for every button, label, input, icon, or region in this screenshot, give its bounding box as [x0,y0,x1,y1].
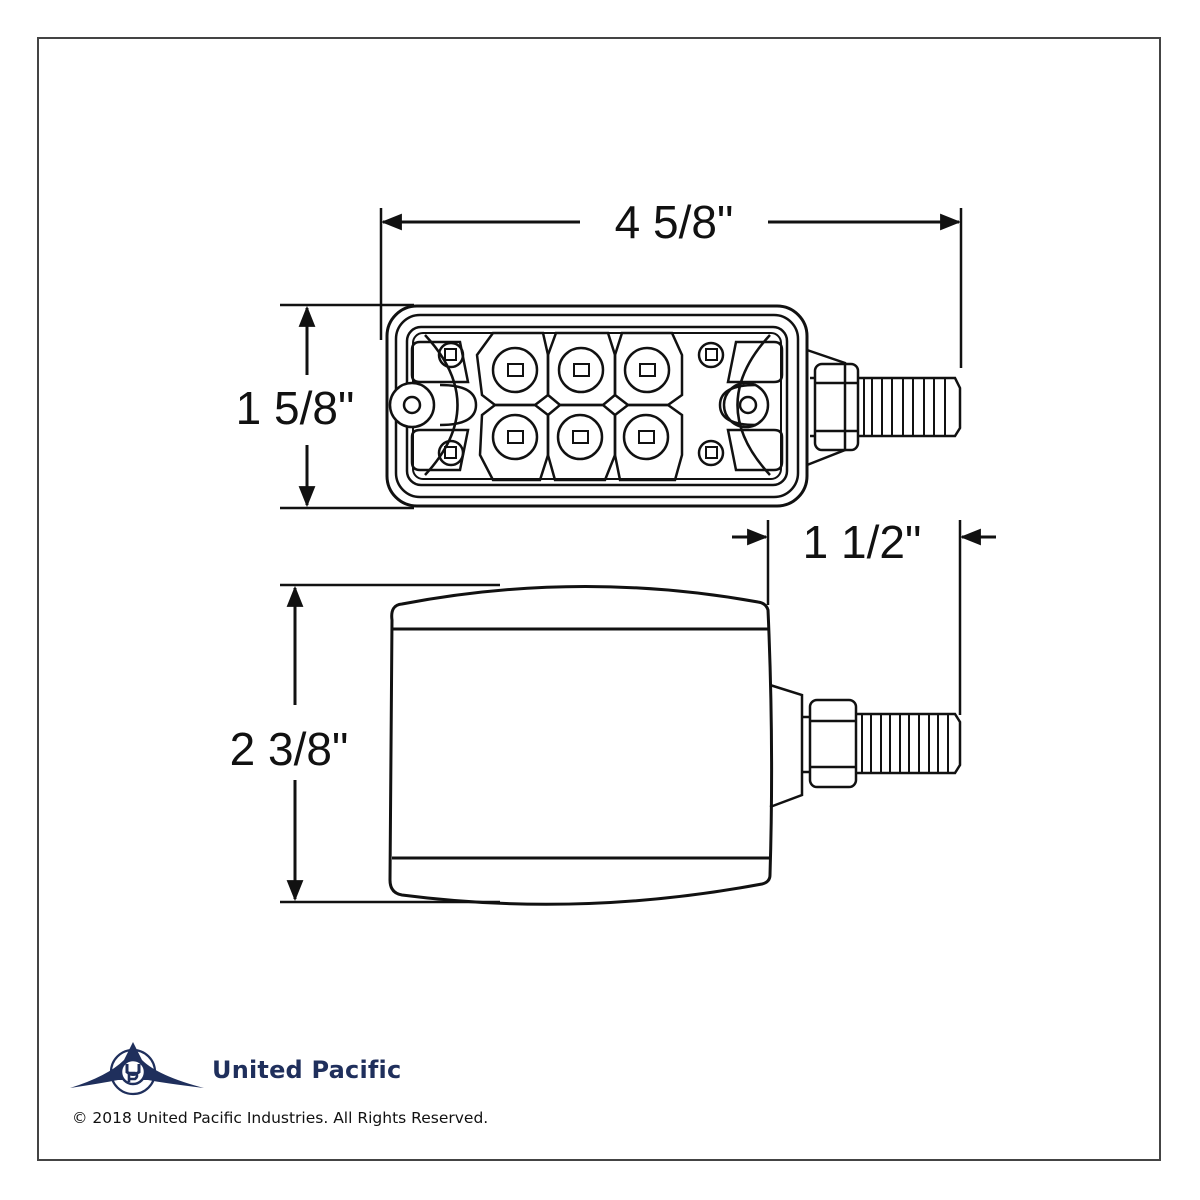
drawing-frame [37,37,1161,1161]
label-overall-length: 4 5/8" [615,196,734,248]
side-view [388,584,962,906]
dimension-stud-length [732,520,996,715]
label-front-height: 1 5/8" [236,382,355,434]
front-stud [810,362,962,452]
label-housing-height: 2 3/8" [230,723,349,775]
front-view [385,304,847,508]
copyright-notice: © 2018 United Pacific Industries. All Ri… [72,1109,489,1127]
label-stud-length: 1 1/2" [803,516,922,568]
united-pacific-logo-icon [70,1042,204,1096]
dimension-front-height [280,303,414,510]
company-name: United Pacific [212,1056,402,1084]
dimension-overall-length [379,208,963,368]
